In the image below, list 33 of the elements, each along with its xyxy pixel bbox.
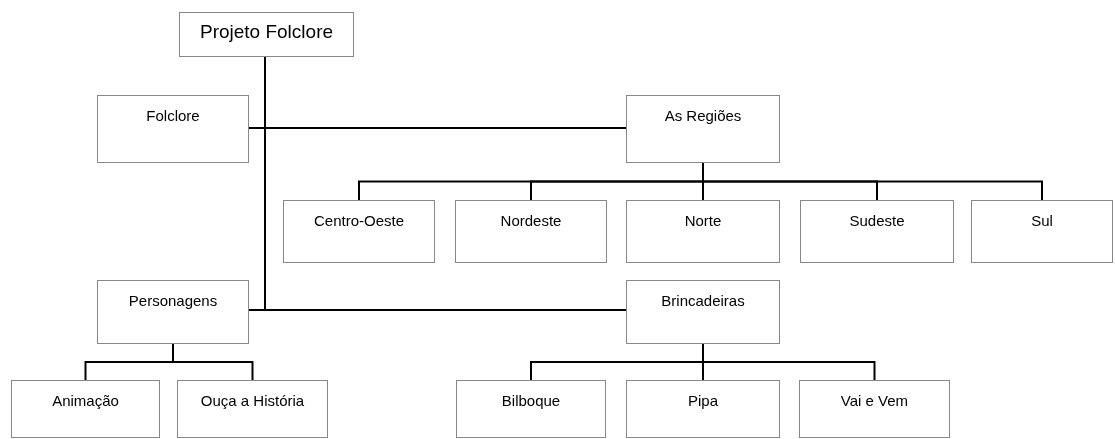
box-label: Ouça a História [199,391,306,409]
box [971,200,1113,263]
box-label: Animação [51,391,120,409]
box-label: Brincadeiras [660,291,746,309]
box [626,280,780,344]
box-label: Projeto Folclore [198,20,335,43]
box [626,95,780,163]
box [97,280,249,344]
box-label: Nordeste [499,211,563,229]
box-label: Personagens [127,291,219,309]
box-label: Bilboque [500,391,562,409]
box [626,380,780,438]
box [455,200,607,263]
box [179,12,354,57]
box-label: Norte [683,211,723,229]
box-label: Centro-Oeste [312,211,405,229]
box-label: Vai e Vem [839,391,910,409]
connector-line [702,162,1043,201]
connector-line [702,343,876,381]
box [800,200,954,263]
box-label: As Regiões [663,106,743,124]
box [283,200,435,263]
box-label: Folclore [145,106,201,124]
box-label: Pipa [687,391,719,409]
box [97,95,249,163]
box [177,380,328,438]
box-label: Sul [1030,211,1054,229]
box-label: Sudeste [848,211,906,229]
connector-line [172,343,254,381]
box [799,380,950,438]
box [456,380,606,438]
box [626,200,780,263]
box [11,380,160,438]
